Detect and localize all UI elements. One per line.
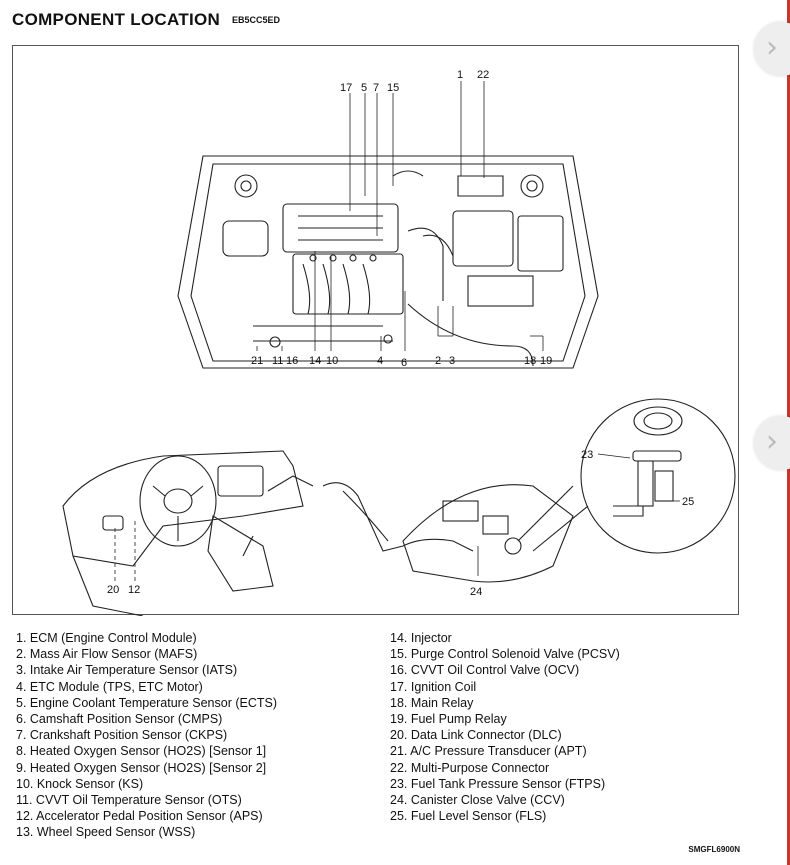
legend-item: 19. Fuel Pump Relay (390, 712, 507, 727)
legend-item: 23. Fuel Tank Pressure Sensor (FTPS) (390, 776, 606, 791)
next-page-button[interactable]: › (754, 22, 790, 76)
legend-right-column: 14. Injector 15. Purge Control Solenoid … (390, 630, 620, 824)
legend-item: 12. Accelerator Pedal Position Sensor (A… (16, 809, 263, 824)
legend-item: 14. Injector (390, 631, 452, 645)
callout-18: 18 (524, 355, 536, 367)
callout-leader-lines (114, 81, 680, 581)
legend-item: 15. Purge Control Solenoid Valve (PCSV) (390, 647, 620, 662)
legend-item: 25. Fuel Level Sensor (FLS) (390, 809, 547, 824)
legend-item: 13. Wheel Speed Sensor (WSS) (16, 825, 196, 840)
callout-2: 2 (435, 355, 441, 367)
document-code: EB5CC5ED (232, 15, 281, 25)
legend-item: 3. Intake Air Temperature Sensor (IATS) (16, 663, 238, 678)
legend-item: 10. Knock Sensor (KS) (16, 776, 144, 791)
callout-22: 22 (477, 69, 489, 81)
legend-left-column: 1. ECM (Engine Control Module) 2. Mass A… (16, 630, 277, 841)
callout-4: 4 (377, 355, 383, 367)
legend-item: 20. Data Link Connector (DLC) (390, 728, 562, 743)
callout-11: 11 (272, 355, 283, 367)
legend-item: 7. Crankshaft Position Sensor (CKPS) (16, 728, 228, 743)
callout-10: 10 (326, 355, 338, 367)
legend-item: 5. Engine Coolant Temperature Sensor (EC… (16, 695, 278, 710)
callout-15: 15 (387, 82, 399, 94)
chevron-right-icon: › (766, 424, 778, 459)
component-location-figure: 17 5 7 15 1 22 21 11 16 14 10 4 6 2 3 18… (12, 45, 739, 616)
callout-3: 3 (449, 355, 455, 367)
legend-item: 9. Heated Oxygen Sensor (HO2S) [Sensor 2… (16, 760, 267, 775)
engine-bay-drawing (177, 155, 599, 369)
callout-24: 24 (470, 586, 482, 598)
figure-illustration: 17 5 7 15 1 22 21 11 16 14 10 4 6 2 3 18… (62, 69, 736, 616)
legend-item: 1. ECM (Engine Control Module) (16, 631, 197, 645)
callout-25: 25 (682, 496, 694, 508)
legend-item: 24. Canister Close Valve (CCV) (390, 793, 565, 808)
figure-code: SMGFL6900N (688, 845, 740, 854)
page-title: COMPONENT LOCATION (12, 10, 221, 29)
callout-6: 6 (401, 357, 407, 369)
callout-14: 14 (309, 355, 321, 367)
legend-item: 18. Main Relay (390, 695, 474, 710)
callout-17: 17 (340, 82, 352, 94)
legend-item: 2. Mass Air Flow Sensor (MAFS) (16, 647, 198, 662)
legend-item: 22. Multi-Purpose Connector (390, 760, 550, 775)
callout-20: 20 (107, 584, 119, 596)
fuel-tank-drawing (322, 398, 736, 583)
callout-21: 21 (251, 355, 263, 367)
callout-5: 5 (361, 82, 367, 94)
legend-item: 17. Ignition Coil (390, 679, 477, 694)
dashboard-drawing (62, 450, 314, 616)
legend-item: 4. ETC Module (TPS, ETC Motor) (16, 679, 203, 694)
legend-item: 11. CVVT Oil Temperature Sensor (OTS) (16, 793, 242, 808)
legend-item: 6. Camshaft Position Sensor (CMPS) (16, 712, 223, 727)
callout-12: 12 (128, 584, 140, 596)
legend-item: 16. CVVT Oil Control Valve (OCV) (390, 663, 580, 678)
callout-1: 1 (457, 69, 463, 81)
legend-item: 21. A/C Pressure Transducer (APT) (390, 744, 587, 759)
callout-19: 19 (540, 355, 552, 367)
callout-23: 23 (581, 449, 593, 461)
next-page-button-lower[interactable]: › (754, 416, 790, 470)
legend-item: 8. Heated Oxygen Sensor (HO2S) [Sensor 1… (16, 744, 267, 759)
callout-7: 7 (373, 82, 379, 94)
chevron-right-icon: › (766, 30, 778, 65)
callout-16: 16 (286, 355, 298, 367)
